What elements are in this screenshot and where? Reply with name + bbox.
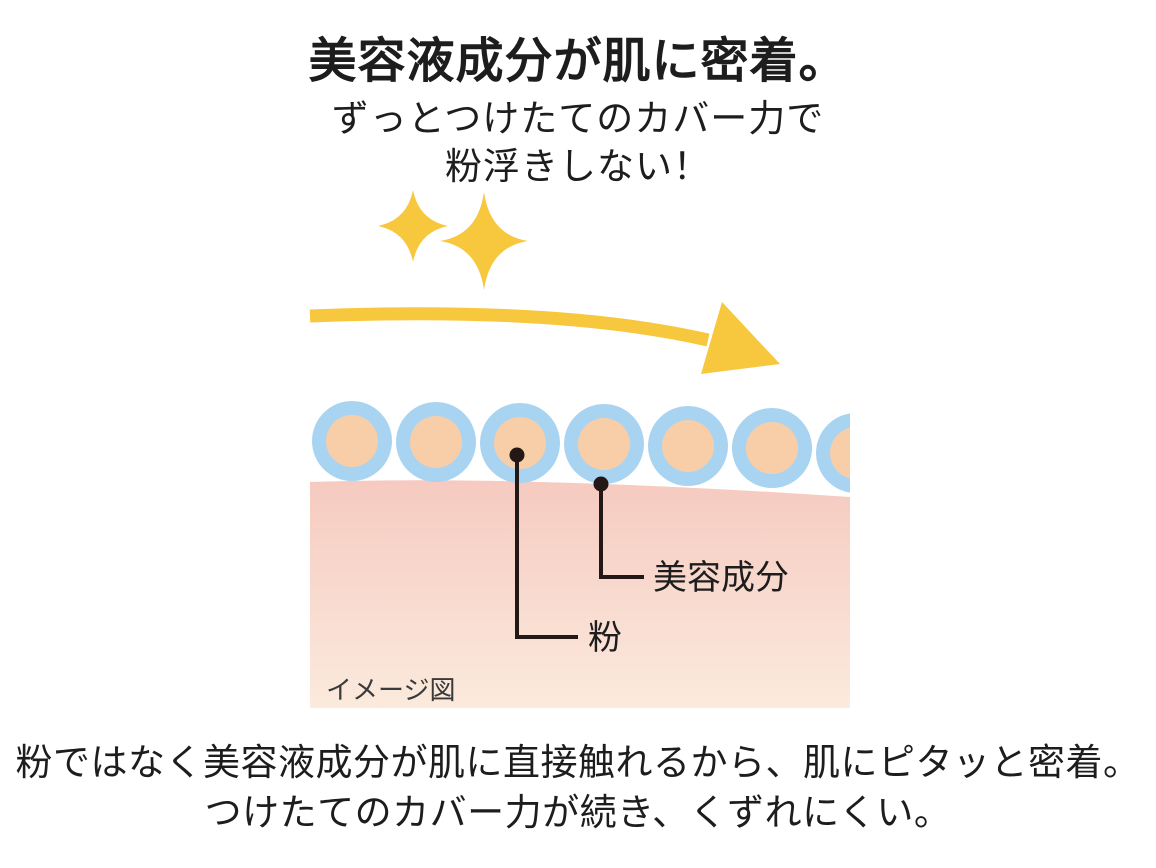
footer-line1: 粉ではなく美容液成分が肌に直接触れるから、肌にピタッと密着。 <box>15 742 1141 783</box>
serum-dot <box>593 476 609 492</box>
skin-surface <box>310 480 850 708</box>
headline-subtitle-line2: 粉浮きしない！ <box>445 146 711 187</box>
particle <box>732 408 812 488</box>
headline-title: 美容液成分が肌に密着。 <box>308 35 848 88</box>
particle <box>816 413 850 493</box>
arrow-right-icon <box>309 302 780 374</box>
powder-callout: 粉 <box>509 447 622 657</box>
headline-subtitle-line1: ずっとつけたてのカバー力で <box>331 98 825 139</box>
particle <box>480 403 560 483</box>
serum-label: 美容成分 <box>653 559 789 597</box>
footer-line2: つけたてのカバー力が続き、くずれにくい。 <box>204 792 952 833</box>
serum-leader-line <box>599 487 644 579</box>
particle <box>564 404 644 484</box>
diagram-caption: イメージ図 <box>326 675 455 705</box>
serum-callout: 美容成分 <box>593 476 789 597</box>
particle <box>648 406 728 486</box>
particle <box>312 401 392 481</box>
particle <box>396 402 476 482</box>
sparkle-icon <box>378 190 528 290</box>
skin-and-particles <box>310 401 850 708</box>
powder-label: 粉 <box>588 619 622 657</box>
powder-dot <box>509 447 525 463</box>
footer-copy: 粉ではなく美容液成分が肌に直接触れるから、肌にピタッと密着。 つけたてのカバー力… <box>0 738 1156 838</box>
particle-row <box>312 401 850 493</box>
headline: 美容液成分が肌に密着。 ずっとつけたてのカバー力で 粉浮きしない！ <box>0 36 1156 191</box>
powder-leader-line <box>515 458 578 639</box>
